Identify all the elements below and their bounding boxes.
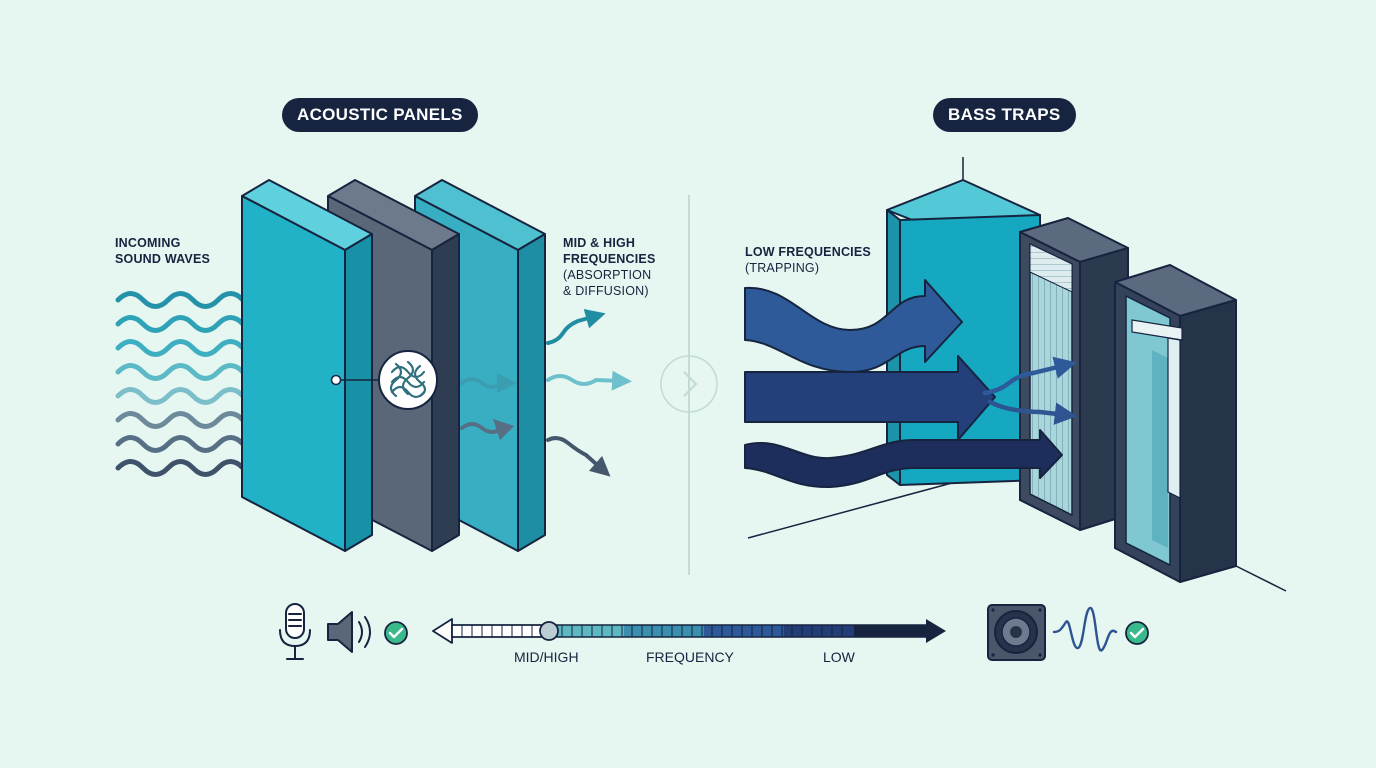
microphone-icon <box>279 603 311 660</box>
low-sub: (TRAPPING) <box>745 261 820 275</box>
room-corner-lines <box>747 157 1287 592</box>
low-frequency-arrows <box>744 279 1063 489</box>
incoming-line-2: SOUND WAVES <box>115 252 211 266</box>
low-frequency-arrow-2 <box>744 355 996 441</box>
mid-high-label: MID & HIGH FREQUENCIES (ABSORPTION & DIF… <box>563 235 656 299</box>
scale-label-low: LOW <box>823 649 855 665</box>
midhigh-sub-1: (ABSORPTION <box>563 268 652 282</box>
incoming-line-1: INCOMING <box>115 236 181 250</box>
frequency-marker <box>539 621 559 641</box>
check-icon <box>384 621 408 645</box>
scale-label-frequency: FREQUENCY <box>646 649 734 665</box>
low-line: LOW FREQUENCIES <box>745 245 871 259</box>
incoming-waves-label: INCOMING SOUND WAVES <box>115 235 210 267</box>
midhigh-line-2: FREQUENCIES <box>563 252 656 266</box>
absorption-panel-front <box>241 179 373 552</box>
low-frequency-arrow-3 <box>744 429 1063 489</box>
midhigh-sub-2: & DIFFUSION) <box>563 284 649 298</box>
low-frequencies-label: LOW FREQUENCIES (TRAPPING) <box>745 244 871 276</box>
scale-label-midhigh: MID/HIGH <box>514 649 579 665</box>
low-frequency-arrow-1 <box>744 279 963 373</box>
bass-traps-title: BASS TRAPS <box>933 98 1076 132</box>
frequency-scale <box>432 618 946 644</box>
subwoofer-icon <box>987 604 1046 661</box>
waveform-icon <box>1052 606 1118 652</box>
fabric-texture-icon <box>330 350 438 410</box>
midhigh-line-1: MID & HIGH <box>563 236 636 250</box>
transmitted-waves <box>460 373 517 441</box>
reflected-waves <box>546 309 632 477</box>
cabinet-bass-trap <box>1114 264 1237 583</box>
divider-arrow-icon <box>660 355 718 413</box>
speaker-icon <box>327 611 371 653</box>
absorbed-waves <box>982 356 1078 425</box>
check-icon <box>1125 621 1149 645</box>
acoustic-panels-title: ACOUSTIC PANELS <box>282 98 478 132</box>
